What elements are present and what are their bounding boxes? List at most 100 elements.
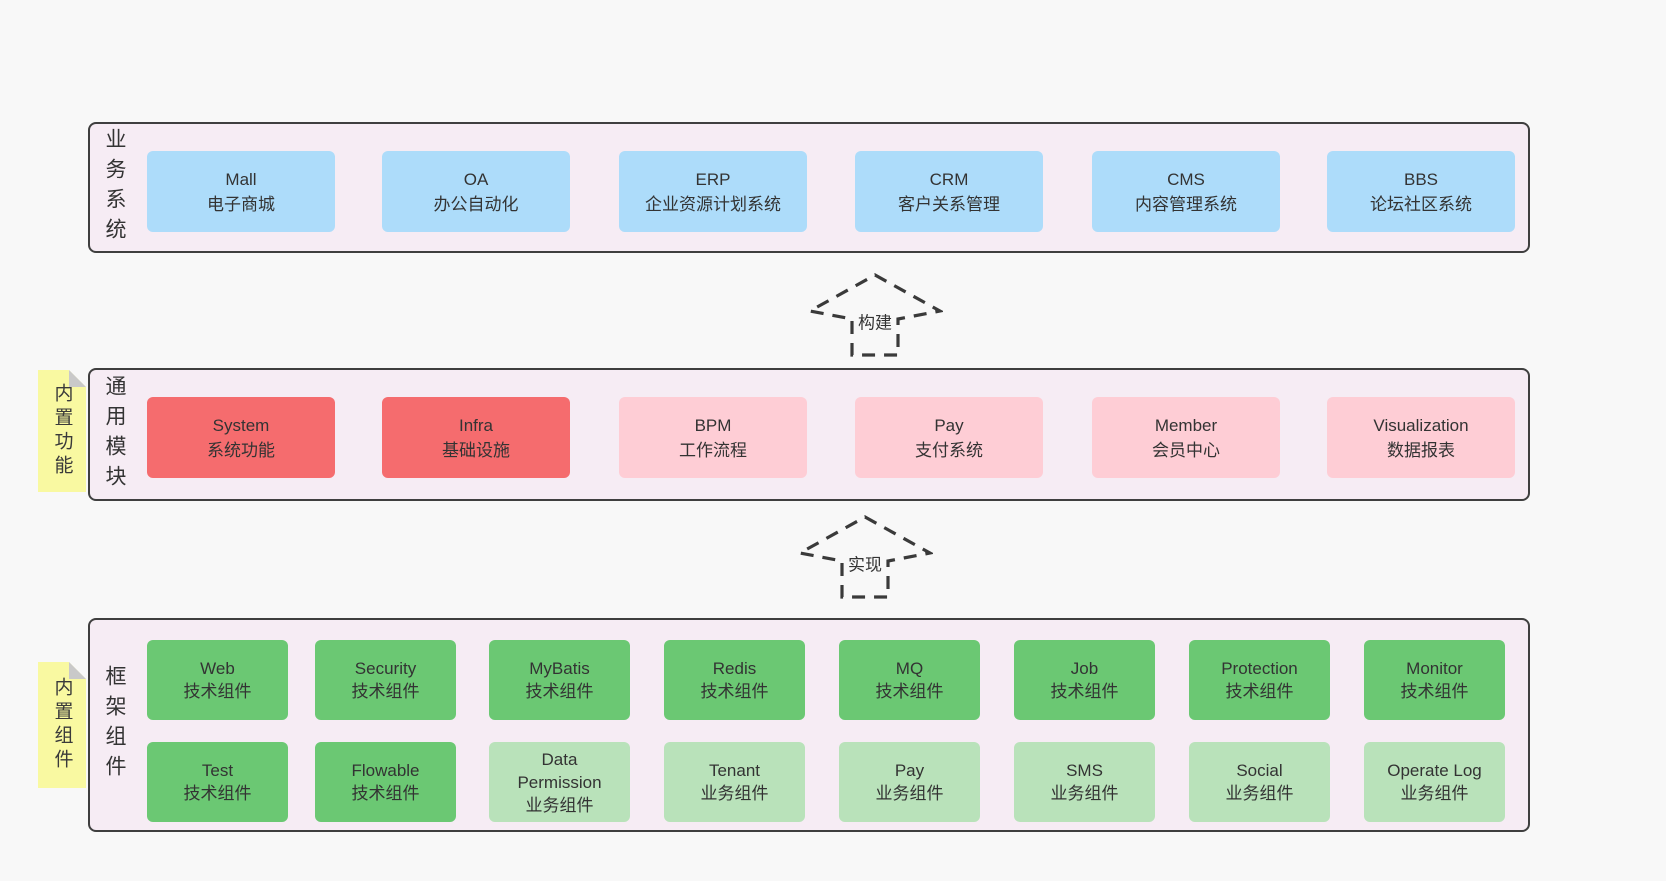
up-arrow-icon [807, 273, 943, 357]
box-title: Member [1154, 415, 1218, 435]
box-title: Visualization [1373, 415, 1469, 435]
box-social: Social 业务组件 [1189, 742, 1330, 822]
box-title: Mall [225, 169, 257, 189]
box-subtitle: 工作流程 [679, 440, 747, 460]
box-data-permission: Data Permission 业务组件 [489, 742, 630, 822]
box-subtitle: 技术组件 [525, 682, 594, 701]
box-redis: Redis 技术组件 [664, 640, 805, 720]
box-title: CRM [929, 169, 969, 189]
band-common-modules: 通用模块 System 系统功能 Infra 基础设施 BPM 工作流程 Pay… [88, 368, 1530, 501]
box-title: MQ [895, 659, 924, 678]
box-title: Operate Log [1387, 761, 1482, 780]
sticky-text: 内置组件 [51, 677, 73, 773]
box-member: Member 会员中心 [1092, 397, 1280, 478]
band-label-text: 业务系统 [103, 127, 126, 248]
box-oa: OA 办公自动化 [382, 151, 570, 232]
box-monitor: Monitor 技术组件 [1364, 640, 1505, 720]
box-operate-log: Operate Log 业务组件 [1364, 742, 1505, 822]
box-subtitle: 技术组件 [1400, 682, 1469, 701]
box-subtitle: 业务组件 [525, 795, 594, 815]
sticky-built-in-components: 内置组件 [38, 662, 86, 788]
box-title: System [212, 415, 270, 435]
box-crm: CRM 客户关系管理 [855, 151, 1043, 232]
box-sms: SMS 业务组件 [1014, 742, 1155, 822]
box-subtitle: 业务组件 [1225, 784, 1294, 803]
box-title: Redis [712, 659, 757, 678]
box-mq: MQ 技术组件 [839, 640, 980, 720]
box-mybatis: MyBatis 技术组件 [489, 640, 630, 720]
build-arrow: 构建 [807, 272, 943, 358]
band-business-systems: 业务系统 Mall 电子商城 OA 办公自动化 ERP 企业资源计划系统 CRM… [88, 122, 1530, 253]
box-bbs: BBS 论坛社区系统 [1327, 151, 1515, 232]
box-subtitle: 技术组件 [351, 784, 420, 803]
arrow-label: 构建 [854, 307, 896, 335]
implement-arrow: 实现 [797, 514, 933, 600]
box-erp: ERP 企业资源计划系统 [619, 151, 807, 232]
box-title: Protection [1221, 659, 1298, 678]
box-subtitle: 会员中心 [1152, 440, 1220, 460]
box-title: OA [463, 169, 489, 189]
band-label-text: 框架组件 [103, 665, 126, 785]
band-label-text: 通用模块 [103, 374, 126, 495]
band-label-common-modules: 通用模块 [96, 370, 132, 499]
box-title: Tenant [708, 761, 761, 780]
band-framework-components: 框架组件 Web 技术组件 Security 技术组件 MyBatis 技术组件… [88, 618, 1530, 832]
box-visualization: Visualization 数据报表 [1327, 397, 1515, 478]
box-subtitle: 技术组件 [700, 682, 769, 701]
sticky-built-in-functions: 内置功能 [38, 370, 86, 492]
box-subtitle: 业务组件 [875, 784, 944, 803]
band-label-framework-components: 框架组件 [96, 620, 132, 830]
box-subtitle: 办公自动化 [433, 194, 519, 214]
box-subtitle: 技术组件 [183, 784, 252, 803]
box-pay-component: Pay 业务组件 [839, 742, 980, 822]
box-subtitle: 技术组件 [875, 682, 944, 701]
box-subtitle: 技术组件 [183, 682, 252, 701]
arrow-label: 实现 [844, 549, 886, 577]
box-subtitle: 系统功能 [207, 440, 275, 460]
box-title: Monitor [1406, 659, 1463, 678]
box-subtitle: 数据报表 [1387, 440, 1455, 460]
box-mall: Mall 电子商城 [147, 151, 335, 232]
box-subtitle: 论坛社区系统 [1370, 194, 1472, 214]
box-title: MyBatis [529, 659, 590, 678]
box-title: Social [1236, 761, 1283, 780]
box-subtitle: 企业资源计划系统 [645, 194, 781, 214]
box-subtitle: 内容管理系统 [1135, 194, 1237, 214]
band-label-business-systems: 业务系统 [96, 124, 132, 251]
box-protection: Protection 技术组件 [1189, 640, 1330, 720]
box-cms: CMS 内容管理系统 [1092, 151, 1280, 232]
box-title: Data Permission [517, 749, 602, 792]
box-security: Security 技术组件 [315, 640, 456, 720]
box-title: Infra [458, 415, 494, 435]
box-subtitle: 客户关系管理 [898, 194, 1000, 214]
box-title: Security [354, 659, 417, 678]
box-subtitle: 业务组件 [1400, 784, 1469, 803]
box-title: Test [201, 761, 234, 780]
box-subtitle: 技术组件 [351, 682, 420, 701]
box-flowable: Flowable 技术组件 [315, 742, 456, 822]
box-title: CMS [1167, 169, 1205, 189]
box-subtitle: 技术组件 [1225, 682, 1294, 701]
box-infra: Infra 基础设施 [382, 397, 570, 478]
box-subtitle: 业务组件 [700, 784, 769, 803]
box-pay: Pay 支付系统 [855, 397, 1043, 478]
box-subtitle: 技术组件 [1050, 682, 1119, 701]
box-title: Flowable [351, 761, 420, 780]
box-title: BPM [694, 415, 732, 435]
box-title: Job [1070, 659, 1099, 678]
box-web: Web 技术组件 [147, 640, 288, 720]
box-title: BBS [1403, 169, 1439, 189]
box-title: Pay [934, 415, 964, 435]
box-title: Web [200, 659, 235, 678]
up-arrow-icon [797, 515, 933, 599]
box-test: Test 技术组件 [147, 742, 288, 822]
box-title: Pay [894, 761, 925, 780]
box-title: ERP [695, 169, 731, 189]
box-subtitle: 支付系统 [915, 440, 983, 460]
box-tenant: Tenant 业务组件 [664, 742, 805, 822]
box-subtitle: 电子商城 [207, 194, 275, 214]
box-system: System 系统功能 [147, 397, 335, 478]
box-title: SMS [1066, 761, 1103, 780]
box-subtitle: 基础设施 [442, 440, 510, 460]
